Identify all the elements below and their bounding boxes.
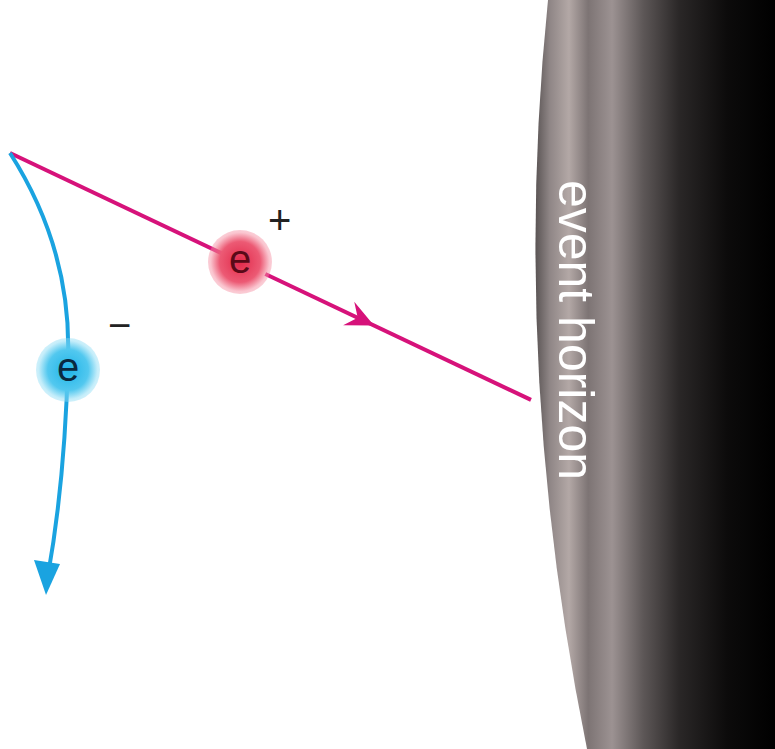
- horizon-label: event horizon: [551, 180, 601, 480]
- positron-trajectory: [265, 274, 531, 400]
- charge-sign: −: [108, 305, 131, 345]
- event-horizon-band: event horizon: [528, 0, 775, 749]
- particle-symbol: e: [229, 239, 251, 279]
- particle-node: e+: [208, 200, 308, 294]
- charge-sign: +: [268, 200, 291, 240]
- black-hole-band: [535, 0, 775, 749]
- particle-symbol: e: [57, 347, 79, 387]
- particle-glow: e: [36, 338, 100, 402]
- electron-arrowhead: [34, 560, 60, 595]
- positron-path: [10, 153, 240, 262]
- particle-glow: e: [208, 230, 272, 294]
- particle-node: e−: [36, 305, 148, 402]
